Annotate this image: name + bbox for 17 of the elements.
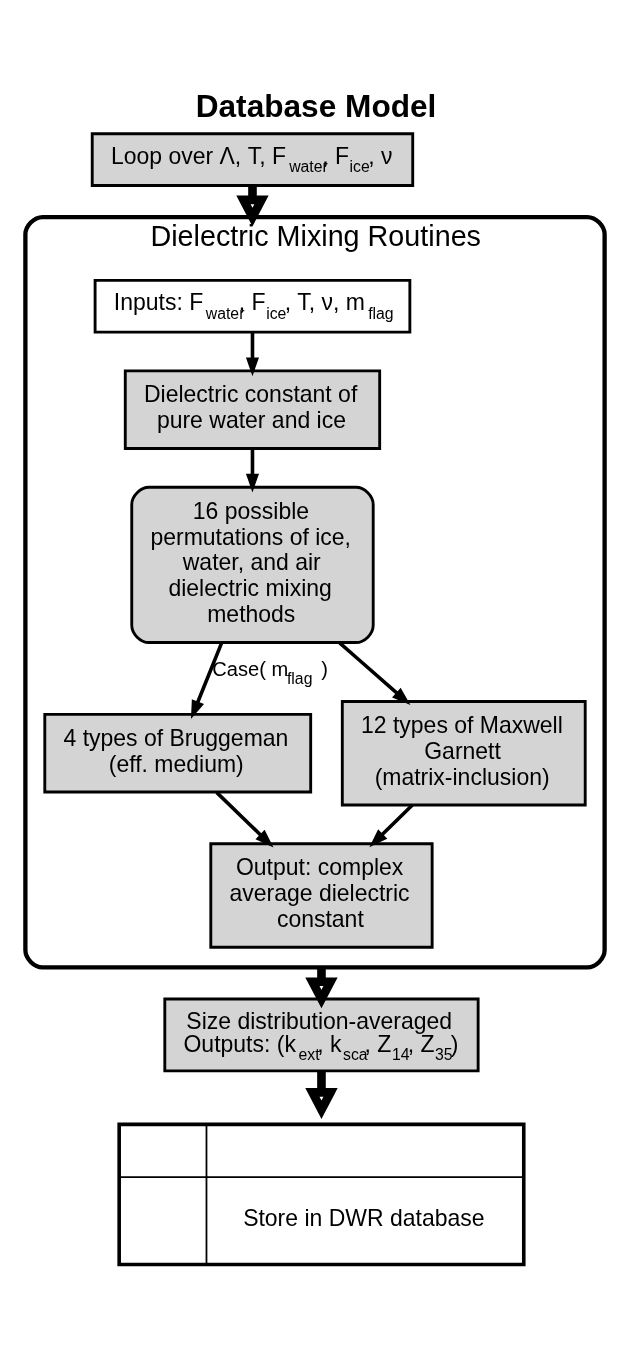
- arrow: [190, 641, 224, 719]
- arrow: [215, 790, 274, 847]
- node-box: Output: complex average dielectric constant: [209, 841, 434, 949]
- node-box: 16 possible permutations of ice, water, and air dielectric mixing methods: [130, 485, 375, 644]
- arrow: [245, 448, 260, 492]
- node-box: Size distribution-averaged Outputs: (k$_{ext}$, k$_{sca}$, Z$_{14}$, Z$_{35}$): [163, 997, 480, 1072]
- node-box: Inputs: F$_{water}$, F$_{ice}$, T, ν, m$_{flag}$: [93, 278, 412, 334]
- node-box: Dielectric constant of pure water and ice: [123, 368, 382, 450]
- node-box: 4 types of Bruggeman (eff. medium): [43, 712, 313, 793]
- arrow: [245, 332, 260, 376]
- arrow: [305, 1070, 338, 1119]
- node-box: Loop over Λ, T, F$_{water}$, F$_{ice}$, ν: [90, 131, 415, 187]
- edge-label: Case( m$_{flag}$ ): [212, 657, 328, 687]
- diagram-title: Database Model: [195, 87, 437, 124]
- arrow: [338, 641, 411, 705]
- arrow: [369, 803, 414, 847]
- node-box: 12 types of Maxwell Garnett (matrix-inclusion): [340, 699, 587, 806]
